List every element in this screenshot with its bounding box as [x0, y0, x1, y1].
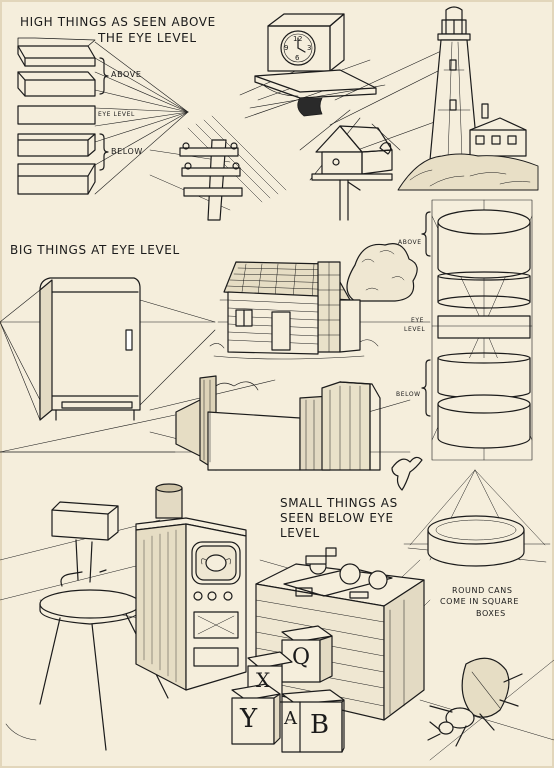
clock-numeral-9: 9: [284, 44, 290, 52]
clock-numeral-12: 12: [293, 35, 304, 43]
cylinder-label-below: BELOW: [396, 391, 421, 398]
stacked-boxes-illustration: [18, 38, 188, 194]
city-buildings-illustration: [0, 376, 410, 470]
box-label-above: ABOVE: [111, 70, 142, 79]
block-letter-y: Y: [240, 704, 258, 734]
round-cans-caption-line1: ROUND CANS: [452, 586, 513, 595]
block-letter-x: X: [256, 668, 271, 692]
block-letter-q: Q: [292, 645, 311, 670]
alphabet-blocks-illustration: [232, 626, 344, 752]
log-cabin-illustration: [210, 244, 430, 359]
block-letter-a: A: [284, 708, 298, 729]
heading-small-things-line3: LEVEL: [280, 526, 320, 540]
telephone-pole-illustration: [150, 116, 286, 220]
television-illustration: [136, 484, 246, 690]
box-label-eye-level: EYE LEVEL: [98, 111, 135, 118]
heading-small-things-line1: SMALL THINGS AS: [280, 496, 398, 510]
heading-high-things-line1: HIGH THINGS AS SEEN ABOVE: [20, 15, 216, 29]
cylinder-stack-illustration: [422, 200, 532, 460]
round-cans-caption-line3: BOXES: [476, 609, 506, 618]
cylinder-label-level: LEVEL: [404, 326, 426, 333]
refrigerator-illustration: [0, 278, 215, 420]
lighthouse-illustration: [330, 7, 538, 190]
clock-shelf-illustration: [240, 14, 385, 118]
stool-illustration: [0, 502, 168, 750]
clock-numeral-3: 3: [307, 44, 313, 52]
clock-numeral-6: 6: [295, 54, 301, 62]
block-letter-b: B: [310, 710, 330, 740]
round-can-box-illustration: [404, 470, 550, 566]
flying-bird-icon: [392, 457, 422, 490]
heading-small-things-line2: SEEN BELOW EYE: [280, 511, 394, 525]
birdhouse-illustration: [300, 110, 400, 220]
round-cans-caption-line2: COME IN SQUARE: [440, 597, 519, 606]
beetle-illustration: [420, 658, 554, 760]
heading-big-things: BIG THINGS AT EYE LEVEL: [10, 243, 180, 257]
box-label-below: BELOW: [111, 147, 143, 156]
cylinder-label-above: ABOVE: [398, 239, 422, 246]
heading-high-things-line2: THE EYE LEVEL: [98, 31, 197, 45]
cylinder-label-eye: EYE: [411, 317, 425, 324]
